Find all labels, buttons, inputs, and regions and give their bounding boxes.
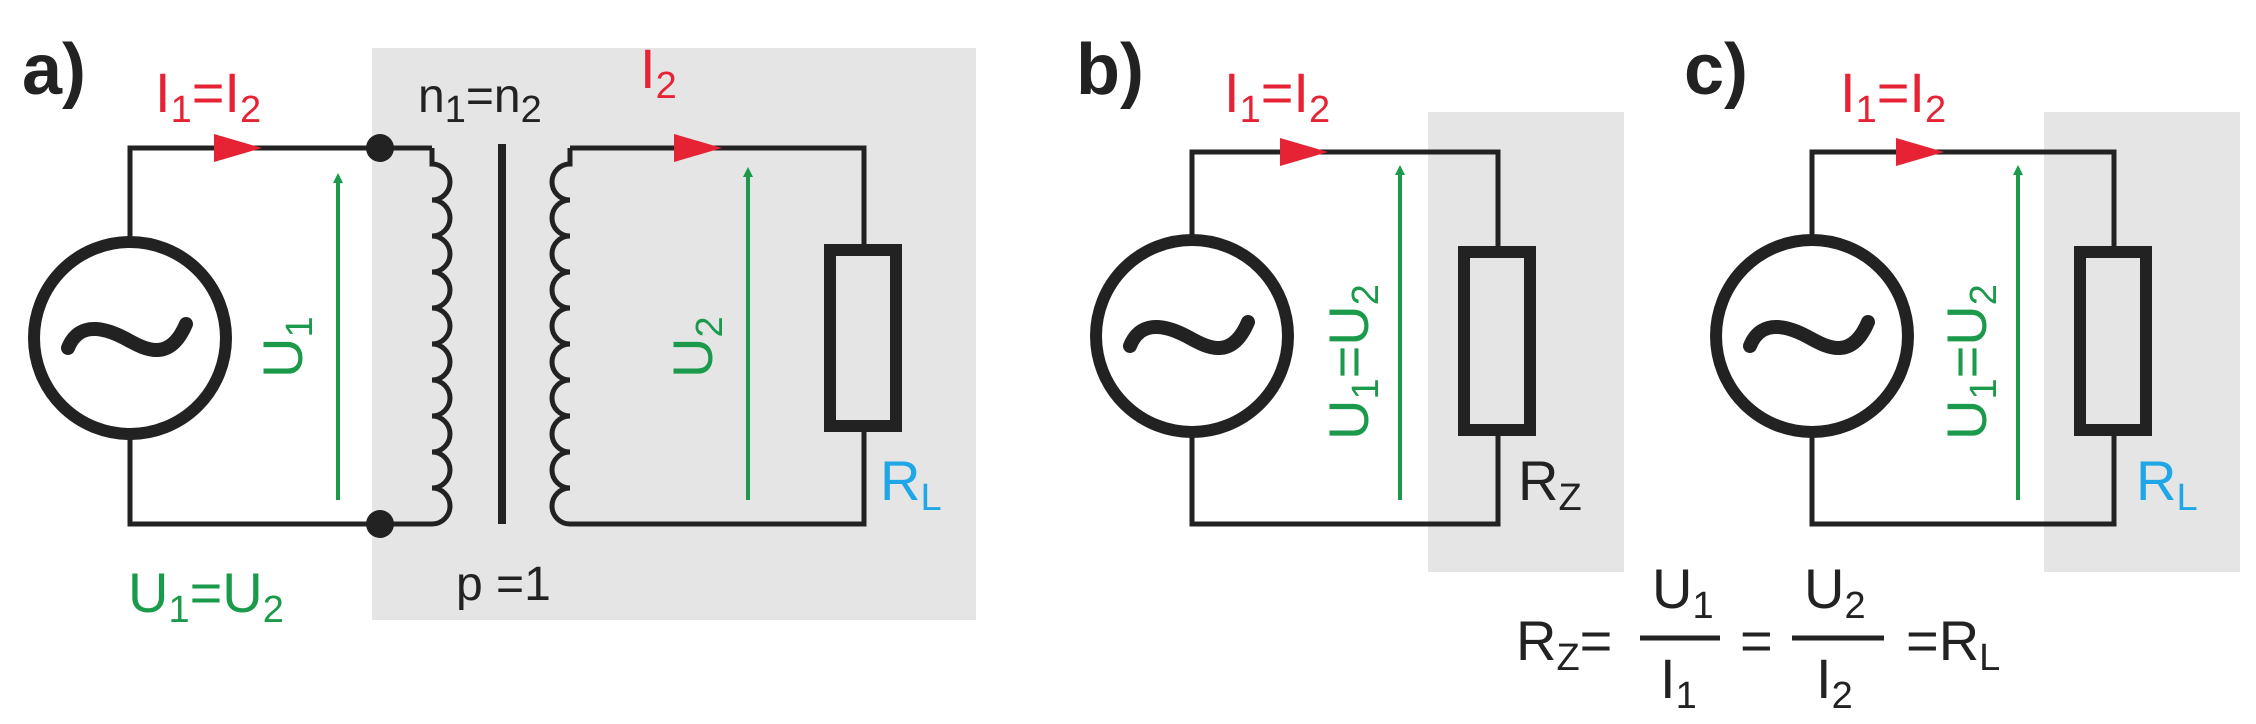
current-arrow-primary — [214, 134, 262, 162]
panel-c: c) I1=I2 U1=U2 RL — [1684, 30, 2240, 572]
impedance-formula: RZ= U1 I1 = U2 I2 =RL — [1516, 557, 2000, 717]
primary-node-top — [366, 134, 394, 162]
formula-eq2: = — [1740, 609, 1773, 672]
primary-wire — [127, 145, 432, 527]
sine-icon — [61, 317, 193, 357]
load-label: RZ — [1518, 449, 1582, 519]
voltage-equation: U1=U2 — [128, 561, 284, 631]
primary-node-bottom — [366, 510, 394, 538]
formula-lhs: RZ= — [1516, 609, 1612, 679]
panel-b: b) I1=I2 U1=U2 RZ — [1076, 30, 1624, 572]
panel-a: a) I1=I2 I2 n1=n2 U1 — [22, 30, 976, 631]
current-arrow — [1896, 138, 1944, 166]
frac1-numerator: U1 — [1652, 557, 1714, 627]
primary-coil — [429, 148, 453, 527]
load-label: RL — [880, 449, 942, 519]
current-arrow — [1280, 138, 1328, 166]
u2-label: U2 — [661, 316, 731, 378]
load-resistor — [824, 244, 902, 432]
u1-label: U1 — [251, 316, 321, 378]
sine-icon — [1743, 315, 1875, 355]
voltage-equation: U1=U2 — [1317, 284, 1387, 440]
frac1-denominator: I1 — [1660, 647, 1697, 717]
circuit-wire — [1189, 149, 1501, 527]
panel-b-label: b) — [1076, 30, 1144, 110]
sine-icon — [1123, 315, 1255, 355]
current-equation: I1=I2 — [1224, 61, 1330, 131]
secondary-shade — [372, 48, 976, 620]
voltage-equation: U1=U2 — [1935, 284, 2005, 440]
panel-a-label: a) — [22, 30, 86, 110]
panel-c-label: c) — [1684, 30, 1748, 110]
turns-equation: n1=n2 — [418, 70, 542, 131]
load-resistor — [2074, 246, 2152, 436]
circuit-wire — [1809, 149, 2117, 527]
secondary-wire — [570, 145, 867, 527]
secondary-coil — [549, 148, 573, 527]
load-label: RL — [2136, 449, 2198, 519]
current-equation: I1=I2 — [155, 61, 261, 131]
load-resistor — [1458, 246, 1536, 436]
secondary-current-label: I2 — [640, 37, 677, 107]
current-equation: I1=I2 — [1840, 61, 1946, 131]
turns-ratio: p =1 — [456, 558, 551, 611]
current-arrow-secondary — [674, 134, 722, 162]
formula-rhs: =RL — [1906, 609, 2000, 679]
frac2-denominator: I2 — [1816, 647, 1853, 717]
frac2-numerator: U2 — [1804, 557, 1866, 627]
